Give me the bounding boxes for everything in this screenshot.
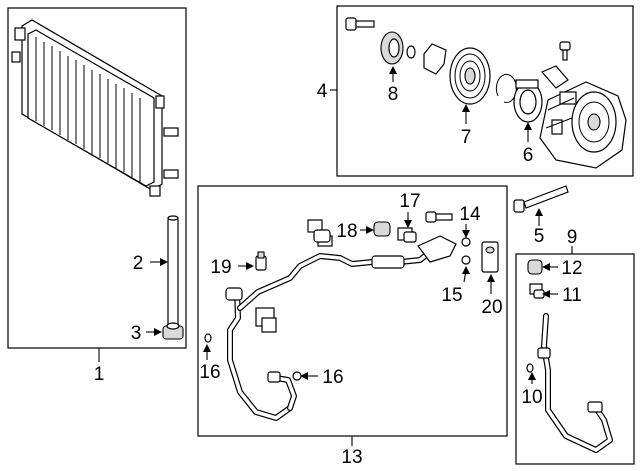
bracket (541, 41, 571, 89)
callout-12: 12 (561, 258, 582, 279)
pressure-switch (255, 251, 267, 271)
callout-2: 2 (133, 253, 144, 274)
o-ring-16-right (292, 371, 302, 381)
callout-4: 4 (317, 81, 328, 102)
callout-7: 7 (461, 127, 472, 148)
liquid-line (237, 235, 457, 333)
line-bolt (425, 211, 453, 223)
field-coil (513, 79, 543, 123)
drier-cap (162, 322, 184, 340)
pressure-plate (380, 31, 404, 65)
suction-hose-group-box (515, 253, 635, 465)
callout-16-left: 16 (199, 362, 220, 383)
clutch-shim-plate (423, 43, 447, 75)
leader-lines (98, 66, 573, 446)
discharge-hose (225, 287, 297, 421)
shim-ring (406, 45, 416, 59)
compressor-bolt (345, 17, 375, 31)
suction-service-valve (529, 283, 545, 299)
line-clamp (307, 219, 331, 243)
compressor-group-box (336, 5, 634, 177)
receiver-drier (167, 215, 179, 327)
callout-19: 19 (210, 257, 231, 278)
callout-15: 15 (441, 285, 462, 306)
callout-14: 14 (459, 204, 481, 225)
expansion-valve (481, 241, 499, 273)
o-ring-16-left (204, 333, 212, 343)
callout-18: 18 (336, 221, 357, 242)
callout-9: 9 (567, 227, 578, 248)
callout-8: 8 (388, 84, 399, 105)
callout-10: 10 (521, 387, 542, 408)
condenser-group-box (7, 7, 187, 349)
snap-ring (495, 73, 517, 103)
callout-11: 11 (562, 285, 582, 306)
service-valve (397, 227, 417, 243)
callout-3: 3 (131, 323, 142, 344)
compressor (539, 81, 627, 169)
suction-service-cap (527, 259, 543, 275)
callout-13: 13 (341, 447, 362, 468)
callout-20: 20 (481, 297, 502, 318)
o-ring-lower (461, 255, 471, 265)
o-ring-10 (526, 363, 534, 373)
suction-hose (537, 313, 613, 453)
pulley (449, 47, 491, 105)
mounting-bolt (513, 185, 569, 213)
callout-5: 5 (534, 226, 545, 247)
o-ring-upper (461, 237, 471, 247)
callout-17: 17 (399, 191, 420, 212)
callout-6: 6 (523, 145, 534, 166)
condenser (11, 19, 179, 197)
callout-16-right: 16 (322, 367, 343, 388)
callout-1: 1 (94, 364, 105, 385)
service-valve-cap (373, 221, 391, 237)
